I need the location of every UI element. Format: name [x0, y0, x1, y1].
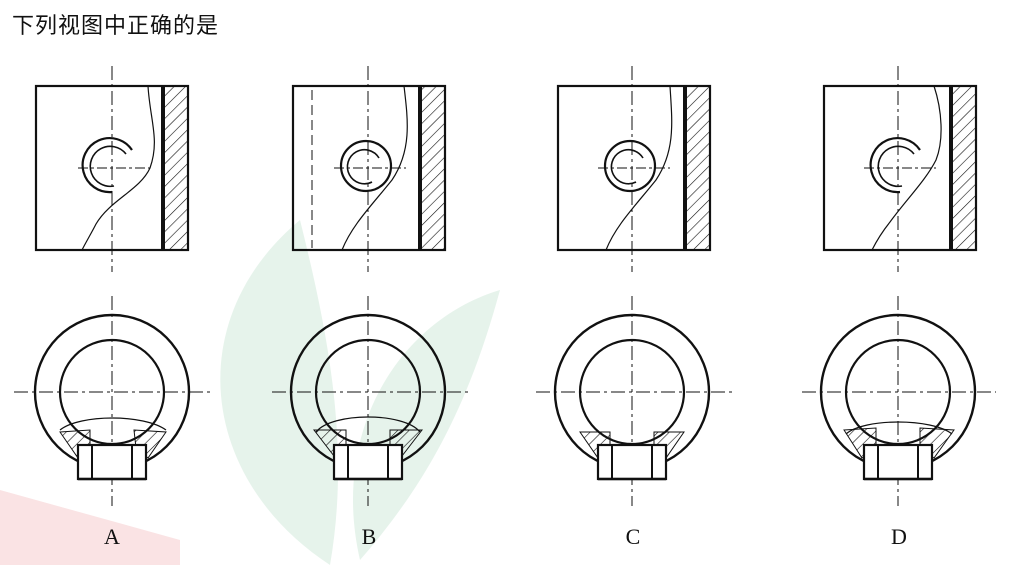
- front-view: [291, 66, 447, 272]
- question-text: 下列视图中正确的是: [12, 14, 220, 39]
- top-view: [536, 296, 732, 506]
- option-c-figure[interactable]: C: [524, 0, 784, 565]
- hole-outer: [339, 139, 393, 193]
- option-b-label: B: [361, 524, 377, 549]
- boss-outer: [76, 443, 148, 481]
- intersection-curve: [81, 85, 155, 251]
- option-d-drawing: [802, 66, 996, 506]
- hole-arc-outer: [81, 137, 133, 194]
- hole-arc-inner: [346, 148, 380, 185]
- top-view: [802, 296, 996, 506]
- hole-arc-inner: [610, 148, 644, 185]
- intersection-curve-top: [845, 421, 953, 435]
- section-hatch: [163, 85, 189, 251]
- top-view: [14, 296, 210, 506]
- hole-arc-inner: [877, 145, 915, 188]
- hole-arc-inner: [89, 145, 127, 188]
- section-hatch: [685, 85, 711, 251]
- front-view: [556, 66, 712, 272]
- intersection-curve: [341, 85, 408, 251]
- boss-outer: [862, 443, 934, 481]
- top-view: [272, 296, 468, 506]
- intersection-curve: [605, 85, 673, 251]
- watermark-leaf-right: [352, 290, 500, 560]
- option-c-label: C: [625, 524, 641, 549]
- intersection-curve-top: [315, 416, 421, 433]
- option-a-figure[interactable]: A: [0, 0, 260, 565]
- hole-arc-outer: [869, 137, 921, 194]
- intersection-curve: [871, 85, 942, 251]
- front-view: [34, 66, 190, 272]
- option-b-figure[interactable]: B: [262, 0, 522, 565]
- intersection-curve-top: [59, 417, 167, 431]
- front-view: [822, 66, 978, 272]
- section-hatch: [951, 85, 977, 251]
- section-hatch: [420, 85, 446, 251]
- option-c-drawing: [536, 66, 732, 506]
- hole-outer: [603, 139, 657, 193]
- option-a-drawing: [14, 66, 210, 506]
- watermark-red-band: [0, 490, 180, 565]
- option-d-figure[interactable]: D: [786, 0, 1009, 565]
- option-d-label: D: [891, 524, 907, 549]
- option-b-drawing: [272, 66, 468, 506]
- boss-outer: [332, 443, 404, 481]
- boss-outer: [596, 443, 668, 481]
- option-a-label: A: [104, 524, 120, 549]
